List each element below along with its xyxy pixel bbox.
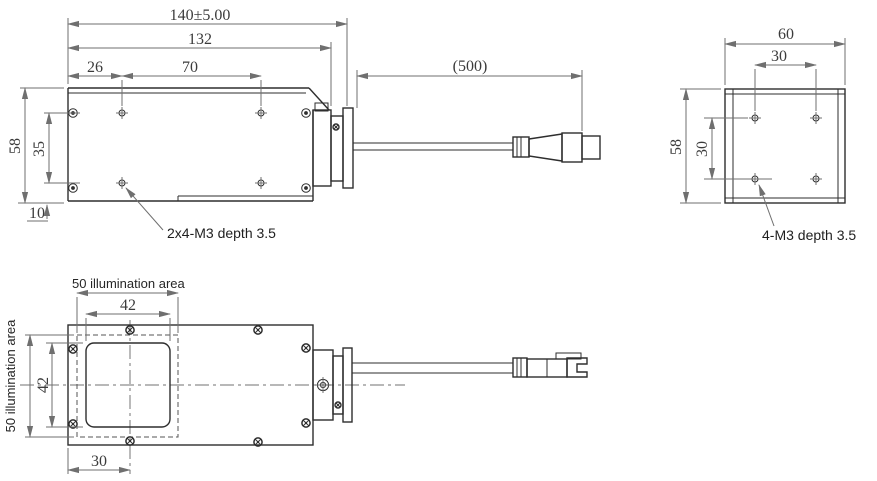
front-view-connector (512, 352, 588, 378)
screw-icon (253, 325, 263, 335)
illumination-area-boundary (76, 334, 179, 438)
dim-hole-pitch-h-label: 70 (182, 59, 198, 76)
side-view-note-label: 2x4-M3 depth 3.5 (167, 225, 276, 241)
screw-icon (301, 183, 311, 193)
m3-hole-icon (115, 106, 129, 120)
illumination-window (85, 342, 171, 428)
dim-base-offset-label: 10 (29, 205, 45, 222)
m3-hole-icon (254, 106, 268, 120)
dim-end-hole-pitch-v-label: 30 (694, 141, 711, 157)
dim-window-height: 42 (35, 342, 83, 428)
dim-window-width-label: 42 (120, 297, 136, 314)
end-view-body-outline (724, 88, 846, 204)
m3-hole-icon (809, 111, 823, 125)
end-view: 60 30 58 30 4-M3 depth 3.5 (668, 26, 856, 243)
end-view-note: 4-M3 depth 3.5 (758, 184, 856, 243)
side-view-connector (512, 132, 601, 163)
dim-end-hole-pitch-v: 30 (694, 117, 772, 180)
dim-cable-length-label: (500) (453, 58, 488, 75)
screw-icon (301, 418, 311, 428)
dim-illumination-width-label: 50 illumination area (72, 276, 186, 291)
dim-end-width-label: 60 (778, 26, 794, 43)
dim-end-hole-pitch-h-label: 30 (771, 48, 787, 65)
dim-illumination-width: 50 illumination area (72, 276, 186, 333)
dim-illumination-height: 50 illumination area (3, 319, 74, 438)
dim-window-offset: 30 (67, 448, 131, 474)
dim-body-height: 58 (7, 87, 64, 204)
screw-icon (68, 183, 78, 193)
dim-window-height-label: 42 (35, 377, 52, 393)
side-view-flange (312, 107, 354, 189)
dim-body-height-label: 58 (7, 138, 24, 154)
screw-icon (68, 344, 78, 354)
dim-end-hole-pitch-h: 30 (754, 48, 817, 111)
dim-illumination-height-label: 50 illumination area (3, 319, 18, 433)
dim-window-width: 42 (85, 297, 171, 341)
side-view: 140±5.00 132 26 70 (500) 58 (7, 7, 601, 241)
connector-end (566, 357, 588, 378)
dim-body-width: 132 (67, 31, 332, 106)
connector-latch (555, 352, 582, 360)
m3-hole-icon (748, 111, 762, 125)
front-view-cable (352, 362, 513, 374)
dim-overall-width-label: 140±5.00 (170, 7, 231, 24)
front-view-flange (312, 347, 353, 423)
dim-window-offset-label: 30 (91, 453, 107, 470)
dim-cable-length: (500) (356, 58, 583, 131)
screw-icon (301, 108, 311, 118)
dim-end-height-label: 58 (668, 139, 685, 155)
side-view-body-outline (67, 87, 330, 202)
dim-hole-offset: 26 70 (67, 59, 262, 106)
dim-overall-width: 140±5.00 (67, 7, 348, 106)
chamfer-tab (314, 102, 329, 112)
flange-center-screw-icon (315, 377, 331, 393)
m3-hole-icon (809, 172, 823, 186)
screw-icon (301, 343, 311, 353)
front-view: 50 illumination area 42 50 illumination … (3, 276, 588, 474)
dim-hole-pitch-v: 35 (31, 112, 80, 184)
dim-base-offset: 10 (27, 204, 51, 222)
small-screw-icon (334, 401, 342, 409)
dim-end-width: 60 (724, 26, 846, 85)
end-view-note-label: 4-M3 depth 3.5 (762, 227, 856, 243)
side-view-note: 2x4-M3 depth 3.5 (125, 187, 276, 241)
dim-hole-pitch-v-label: 35 (31, 141, 48, 157)
dim-hole-offset-label: 26 (87, 59, 103, 76)
m3-hole-icon (254, 176, 268, 190)
flange-screw-icon (332, 123, 340, 131)
dim-end-height: 58 (668, 88, 721, 204)
m3-hole-icon (115, 176, 129, 190)
side-view-cable (353, 142, 513, 151)
dim-body-width-label: 132 (188, 31, 212, 48)
